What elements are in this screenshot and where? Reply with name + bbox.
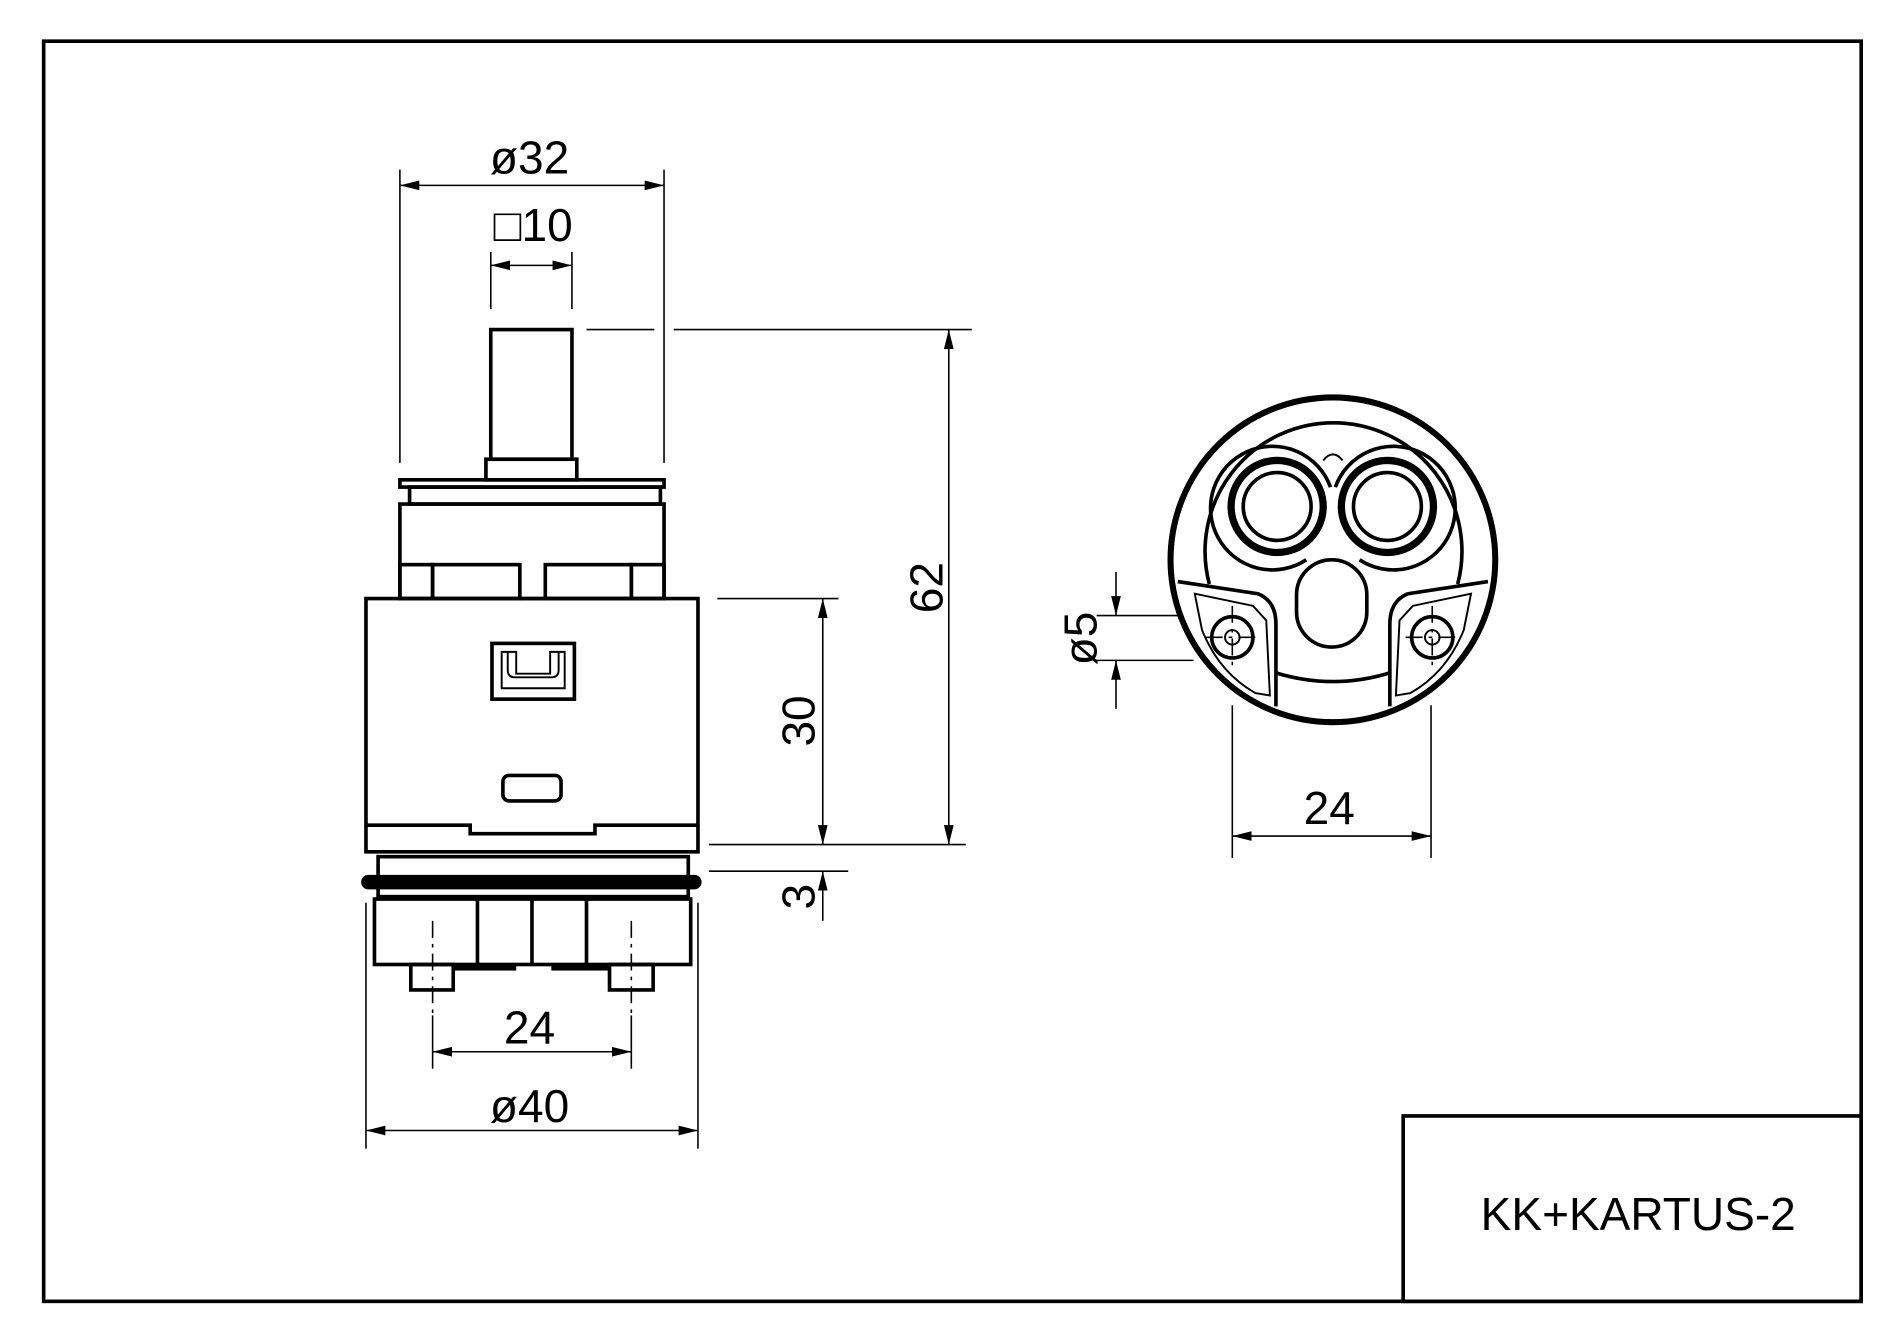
dimension-bolt-spacing24: 24 bbox=[1231, 705, 1432, 858]
svg-text:ø5: ø5 bbox=[1055, 612, 1107, 666]
mount-ear-left bbox=[1177, 579, 1278, 707]
logo-mark bbox=[490, 641, 577, 701]
svg-text:ø32: ø32 bbox=[490, 131, 569, 183]
svg-text:ø40: ø40 bbox=[490, 1080, 569, 1132]
center-oval bbox=[1294, 557, 1369, 649]
svg-text:□10: □10 bbox=[494, 199, 573, 251]
main-body bbox=[364, 596, 700, 854]
outer-rim bbox=[1167, 394, 1499, 726]
port-left bbox=[1208, 444, 1333, 572]
stem-collar bbox=[484, 457, 579, 482]
svg-text:3: 3 bbox=[772, 884, 824, 910]
svg-text:24: 24 bbox=[504, 1001, 555, 1053]
stem bbox=[488, 327, 574, 462]
drawing-title: KK+KARTUS-2 bbox=[1481, 1188, 1796, 1240]
port-right bbox=[1333, 444, 1457, 572]
drawing-frame bbox=[41, 39, 1863, 1304]
dimension-height3: 3 bbox=[708, 870, 849, 921]
cartridge-bottom-view bbox=[1167, 394, 1499, 726]
svg-text:30: 30 bbox=[772, 695, 824, 746]
svg-text:62: 62 bbox=[901, 562, 953, 613]
dimension-hole5: ø5 bbox=[1055, 571, 1194, 709]
dimension-height30: 30 bbox=[717, 597, 839, 845]
slot bbox=[501, 773, 563, 803]
dimension-height62: 62 bbox=[586, 328, 972, 846]
dimension-od40: ø40 bbox=[365, 902, 699, 1149]
cartridge-side-view bbox=[361, 327, 702, 1016]
title-block: KK+KARTUS-2 bbox=[1401, 1114, 1864, 1304]
mount-ear-right bbox=[1388, 579, 1489, 707]
dimension-pin-spacing24: 24 bbox=[431, 1001, 633, 1069]
svg-text:24: 24 bbox=[1304, 782, 1355, 834]
upper-housing bbox=[398, 502, 666, 601]
dimension-od32: ø32 bbox=[399, 131, 665, 463]
dimension-square10: □10 bbox=[489, 199, 573, 309]
